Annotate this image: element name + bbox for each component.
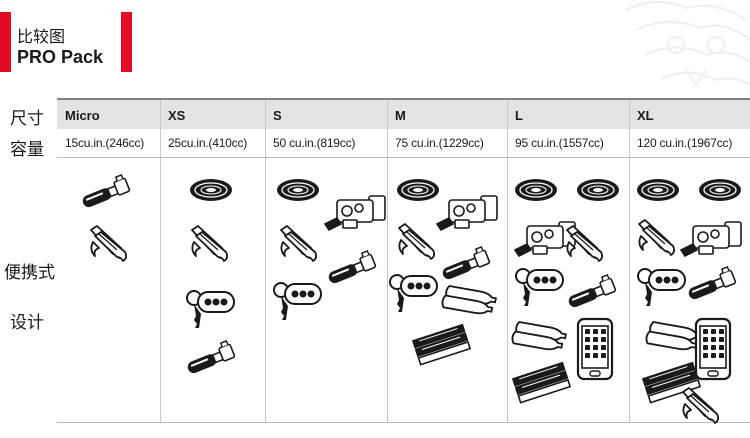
co2-inflator-icon [439, 246, 493, 280]
page-title-english: PRO Pack [17, 47, 104, 67]
key-fob-icon [271, 278, 323, 322]
co2-inflator-icon [565, 274, 619, 308]
energy-bars-icon [641, 361, 702, 404]
items-area [57, 158, 750, 424]
title-accent-bar-right [121, 12, 132, 72]
column-divider [507, 100, 508, 422]
co2-cartridges-icon [441, 285, 499, 316]
tire-lever-icon [563, 224, 605, 262]
tire-lever-icon [188, 224, 230, 262]
spare-tube-icon [575, 176, 621, 204]
co2-inflator-icon [325, 250, 379, 284]
column-capacity: 15cu.in.(246cc) [65, 136, 145, 150]
spare-tube-icon [635, 176, 681, 204]
column-capacity: 95 cu.in.(1557cc) [515, 136, 604, 150]
table-header-background [57, 100, 750, 129]
tiger-watermark-icon [606, 0, 750, 100]
column-header-size: XS [168, 108, 186, 123]
column-capacity: 50 cu.in.(819cc) [273, 136, 356, 150]
spare-tube-icon [188, 176, 234, 204]
column-divider [160, 100, 161, 422]
column-capacity: 75 cu.in.(1229cc) [395, 136, 484, 150]
column-divider [387, 100, 388, 422]
column-capacity: 25cu.in.(410cc) [168, 136, 248, 150]
smartphone-icon [694, 317, 732, 381]
column-divider [629, 100, 630, 422]
key-fob-icon [184, 286, 236, 330]
key-fob-icon [387, 270, 439, 314]
column-capacity: 120 cu.in.(1967cc) [637, 136, 733, 150]
spare-tube-icon [697, 176, 743, 204]
co2-inflator-icon [79, 174, 133, 208]
energy-bars-icon [411, 323, 472, 366]
tire-lever-icon [679, 386, 721, 424]
comparison-table: Micro 15cu.in.(246cc) XS 25cu.in.(410cc) S 50… [57, 98, 750, 423]
tire-lever-icon [277, 224, 319, 262]
tire-lever-icon [635, 218, 677, 256]
spare-tube-icon [395, 176, 441, 204]
patch-kit-icon [513, 220, 579, 260]
row-label-design: 设计 [10, 313, 44, 332]
patch-kit-icon [323, 194, 389, 234]
column-header-size: Micro [65, 108, 100, 123]
table-bottom-rule [57, 422, 750, 423]
row-label-portable: 便携式 [4, 263, 55, 282]
co2-inflator-icon [685, 266, 739, 300]
co2-inflator-icon [184, 340, 238, 374]
patch-kit-icon [679, 220, 745, 260]
column-header-size: XL [637, 108, 654, 123]
spare-tube-icon [275, 176, 321, 204]
page-title-chinese: 比较图 [17, 29, 66, 46]
energy-bars-icon [511, 361, 572, 404]
title-accent-bar-left [0, 12, 11, 72]
key-fob-icon [635, 264, 687, 308]
tire-lever-icon [395, 222, 437, 260]
row-label-capacity: 容量 [10, 140, 44, 159]
table-top-rule [57, 98, 750, 100]
co2-cartridges-icon [645, 321, 703, 352]
smartphone-icon [576, 317, 614, 381]
table-header-rule [57, 157, 750, 158]
spare-tube-icon [513, 176, 559, 204]
key-fob-icon [513, 264, 565, 308]
co2-cartridges-icon [511, 321, 569, 352]
column-header-size: L [515, 108, 523, 123]
column-header-size: S [273, 108, 282, 123]
patch-kit-icon [435, 194, 501, 234]
row-label-size: 尺寸 [10, 109, 44, 128]
tire-lever-icon [87, 224, 129, 262]
column-divider [265, 100, 266, 422]
column-header-size: M [395, 108, 406, 123]
